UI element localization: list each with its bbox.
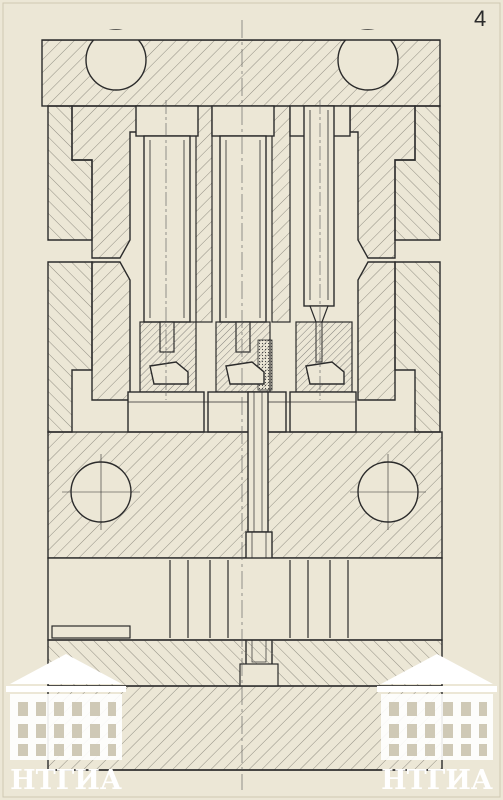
page-number: 4	[474, 6, 487, 31]
core-holder-body	[195, 105, 291, 323]
ejector-housing	[47, 557, 443, 641]
bushings-row	[127, 391, 357, 433]
watermark-text-right: НТГИА	[381, 765, 493, 796]
cavity-inserts	[139, 321, 353, 393]
cavity-plate	[47, 431, 443, 559]
core-pin-center	[211, 105, 275, 353]
archive-building-icon	[6, 654, 126, 760]
top-clamp-plate	[41, 29, 441, 107]
centerlines	[165, 20, 321, 790]
core-pin-left	[135, 105, 199, 353]
archive-watermark-right: НТГИА	[373, 652, 501, 797]
archive-watermark-left: НТГИА	[2, 652, 130, 797]
left-cavity-block	[47, 105, 141, 433]
watermark-text-left: НТГИА	[10, 765, 122, 796]
archive-building-icon	[377, 654, 497, 760]
right-cavity-block	[349, 105, 441, 433]
